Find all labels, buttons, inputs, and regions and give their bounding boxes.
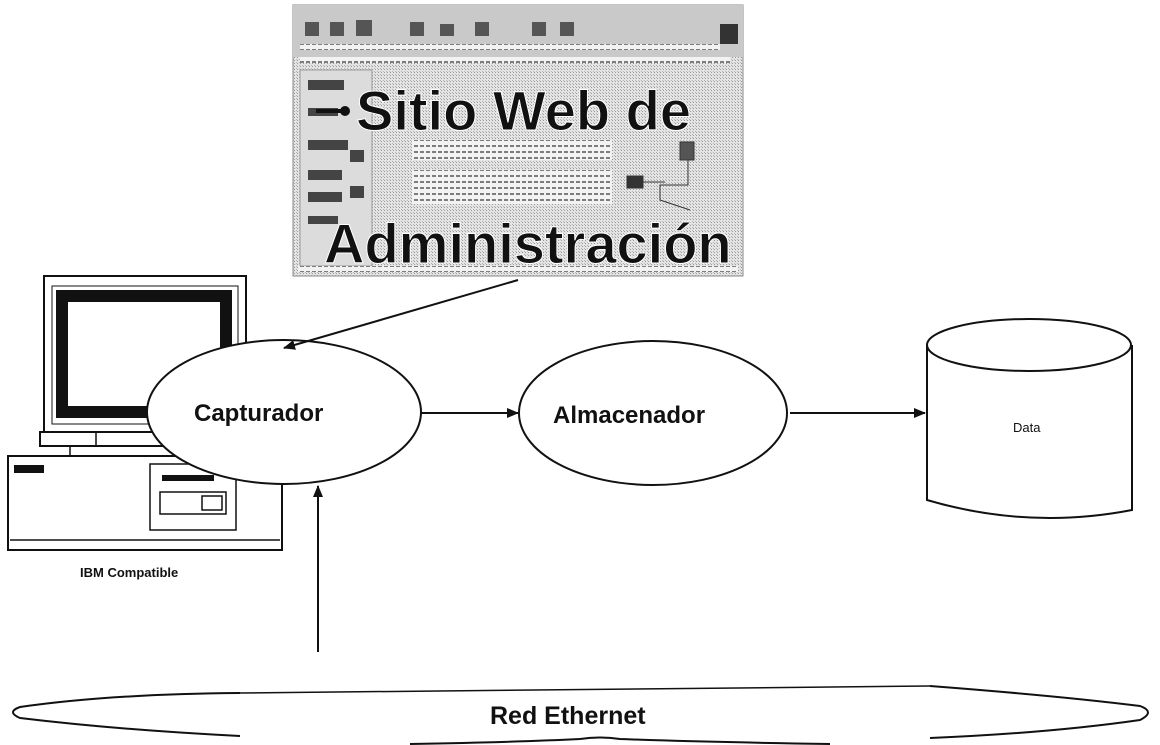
almacenador-label: Almacenador bbox=[553, 402, 705, 429]
website-title-line2: Administración bbox=[324, 212, 732, 275]
toolbar-icons bbox=[305, 20, 738, 44]
ethernet-network-cloud bbox=[12, 685, 1149, 745]
network-cloud-top bbox=[239, 685, 931, 694]
bullet-arrow-icon bbox=[316, 106, 350, 116]
admin-website-screenshot: Sitio Web de Administración bbox=[292, 4, 744, 277]
data-label: Data bbox=[1013, 420, 1041, 435]
computer-caption: IBM Compatible bbox=[80, 565, 178, 580]
page-network-illustration bbox=[626, 141, 695, 211]
almacenador-node bbox=[518, 340, 788, 486]
page-sidebar bbox=[299, 69, 373, 267]
arrow-website-to-capturador bbox=[283, 279, 519, 350]
capturador-label: Capturador bbox=[194, 400, 323, 427]
data-store-cylinder bbox=[926, 318, 1133, 519]
website-title-line1: Sitio Web de bbox=[356, 79, 691, 142]
network-label: Red Ethernet bbox=[490, 702, 646, 730]
